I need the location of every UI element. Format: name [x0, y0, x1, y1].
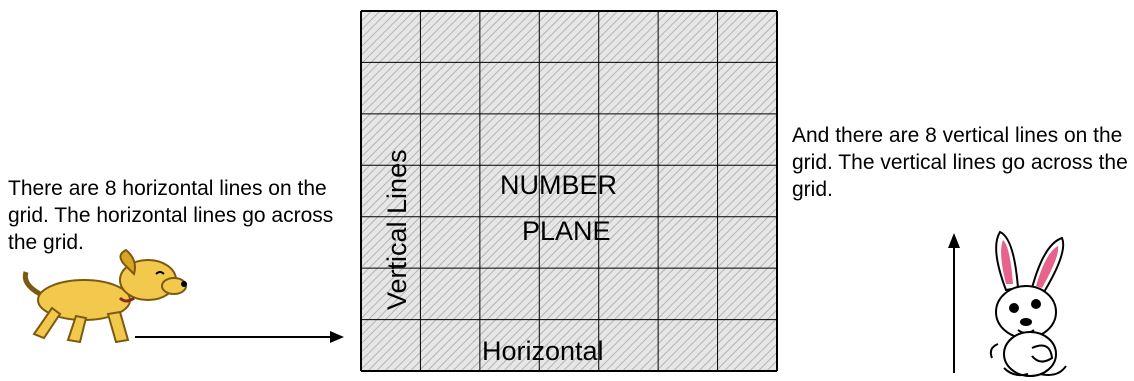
rabbit-icon	[970, 228, 1095, 378]
arrow-up-icon	[948, 233, 960, 373]
dog-icon	[16, 248, 191, 348]
